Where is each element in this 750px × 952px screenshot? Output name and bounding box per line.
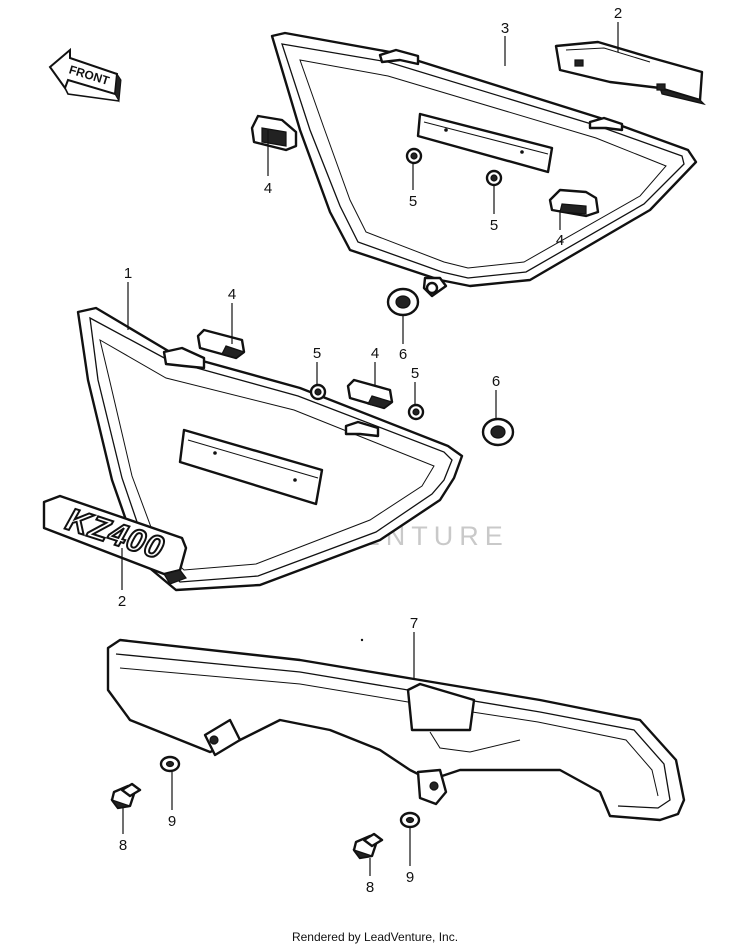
callout-4-b: 4 <box>556 232 564 249</box>
footer-credit: Rendered by LeadVenture, Inc. <box>291 930 459 944</box>
callout-7: 7 <box>410 615 418 632</box>
callout-3: 3 <box>501 20 509 37</box>
side-cover-lower <box>76 306 464 592</box>
callout-5-b: 5 <box>490 217 498 234</box>
callout-4-d: 4 <box>371 345 379 362</box>
callout-6-b: 6 <box>492 373 500 390</box>
nut-1 <box>405 147 423 165</box>
speck <box>360 638 364 642</box>
callout-5-a: 5 <box>409 193 417 210</box>
leader-lines <box>121 22 619 876</box>
front-arrow-icon: FRONT <box>48 47 122 103</box>
rubber-pad-2 <box>548 188 600 218</box>
rubber-pad-1 <box>250 114 298 152</box>
callout-8-a: 8 <box>119 837 127 854</box>
callout-2-top: 2 <box>614 5 622 22</box>
callout-numbers: 3 2 4 5 5 4 1 4 5 4 5 6 6 2 7 8 9 8 9 <box>118 5 622 896</box>
callout-2-bottom: 2 <box>118 593 126 610</box>
callout-1: 1 <box>124 265 132 282</box>
callout-5-d: 5 <box>411 365 419 382</box>
grommet-1 <box>386 287 420 317</box>
side-cover-upper <box>270 31 698 298</box>
callout-9-b: 9 <box>406 869 414 886</box>
rubber-pad-3 <box>196 328 246 360</box>
callout-8-b: 8 <box>366 879 374 896</box>
callout-5-c: 5 <box>313 345 321 362</box>
callout-9-a: 9 <box>168 813 176 830</box>
washer-2 <box>399 811 421 829</box>
nut-4 <box>407 403 425 421</box>
callout-4-a: 4 <box>264 180 272 197</box>
nut-2 <box>485 169 503 187</box>
nut-3 <box>309 383 327 401</box>
emblem-plate-upper <box>554 40 706 106</box>
bolt-1 <box>110 782 142 810</box>
chain-guard <box>106 638 686 822</box>
bolt-2 <box>352 832 384 860</box>
grommet-2 <box>481 417 515 447</box>
rubber-pad-4 <box>346 378 394 410</box>
washer-1 <box>159 755 181 773</box>
callout-6-a: 6 <box>399 346 407 363</box>
callout-4-c: 4 <box>228 286 236 303</box>
